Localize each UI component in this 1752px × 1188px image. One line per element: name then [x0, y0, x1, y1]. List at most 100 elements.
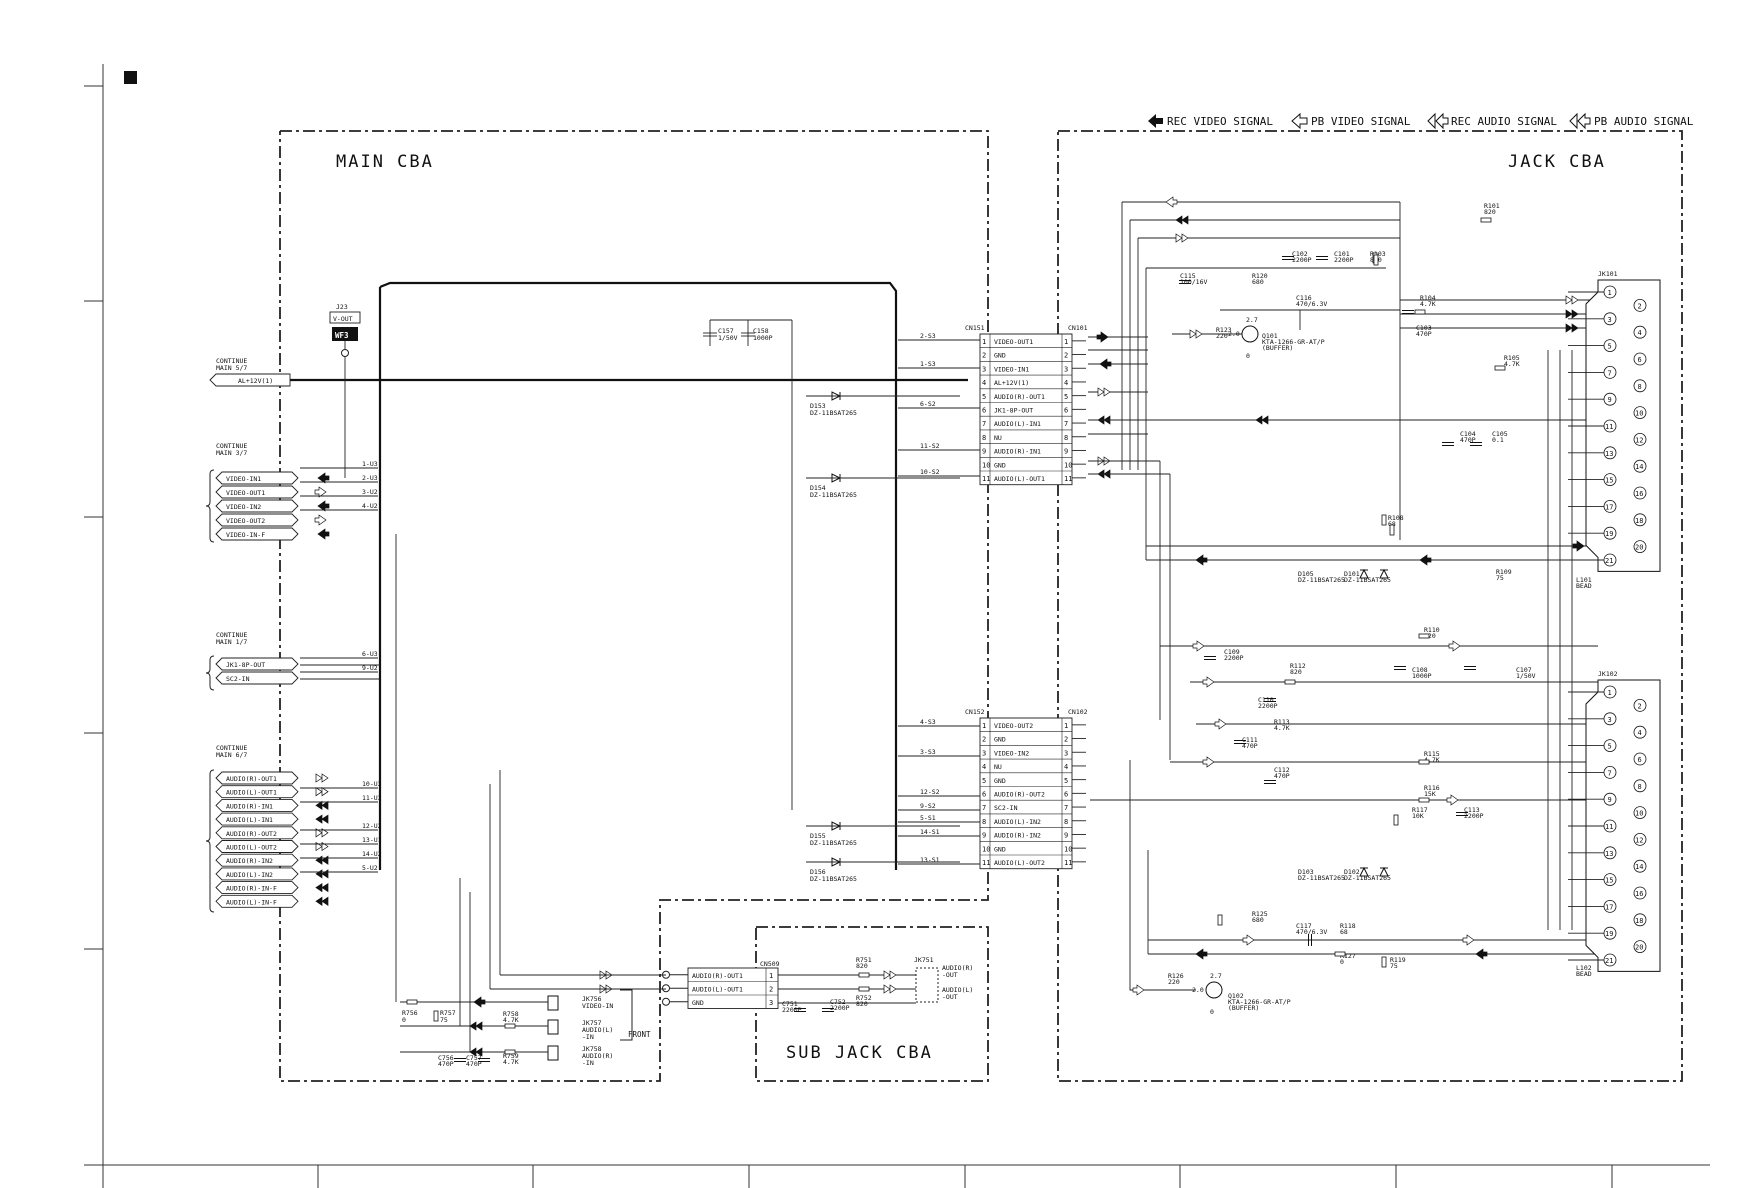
signal-arrow-icon — [1242, 934, 1255, 946]
pin-label: AUDIO(R)-OUT2 — [994, 791, 1045, 799]
transistor-icon — [1241, 325, 1259, 343]
main-bus-top — [379, 281, 898, 870]
resistor-icon — [504, 1023, 516, 1029]
signal-arrow-icon — [1446, 794, 1459, 806]
part-val: 470P — [466, 1060, 482, 1068]
net-label: 11-U3 — [362, 794, 382, 802]
net-label: 5-U2 — [362, 864, 378, 872]
scart-pin-icon — [1633, 459, 1647, 473]
testpoint-ref: J23 — [336, 303, 348, 311]
part-ref: R103 — [1370, 250, 1386, 258]
voltage: 0 — [1210, 1008, 1214, 1016]
capacitor-icon — [794, 1008, 806, 1012]
part-val: 470P — [1460, 436, 1476, 444]
transistor-role: (BUFFER) — [1262, 344, 1293, 352]
part-ref: C105 — [1492, 430, 1508, 438]
net-label: 2-S3 — [920, 332, 936, 340]
signal-port-label: VIDEO-IN2 — [226, 503, 261, 511]
diode-part: DZ-11BSAT265 — [1298, 874, 1345, 882]
capacitor-icon — [1456, 812, 1468, 816]
pin-number: 10 — [982, 845, 990, 853]
testpoint-name: V-OUT — [333, 315, 353, 323]
pin-number: 3 — [1064, 365, 1068, 373]
scart-pin-number: 10 — [1635, 410, 1643, 418]
part-val: 470P — [1416, 330, 1432, 338]
part-ref: JK751 — [914, 956, 934, 964]
signal-arrow-icon — [315, 814, 329, 824]
pin-label: GND — [994, 461, 1006, 469]
part-val: 820 — [856, 1000, 868, 1008]
transistor-ref: Q101 — [1262, 332, 1278, 340]
jack-ref: JK758 — [582, 1045, 602, 1053]
pin-label: AUDIO(R)-OUT1 — [692, 972, 743, 980]
zener-diode-icon — [1379, 866, 1389, 877]
scart-pin-number: 17 — [1605, 503, 1613, 511]
scart-pin-number: 9 — [1608, 796, 1612, 804]
net-label: 14-S1 — [920, 828, 940, 836]
part-ref: R119 — [1390, 956, 1406, 964]
part-ref: R751 — [856, 956, 872, 964]
pin-label: AUDIO(L)-OUT2 — [994, 859, 1045, 867]
jack-icon — [547, 1045, 559, 1061]
part-ref: C102 — [1292, 250, 1308, 258]
pin-number: 1 — [769, 972, 773, 980]
signal-port-label: AUDIO(R)-IN-F — [226, 885, 277, 893]
scart-ref: JK102 — [1598, 670, 1618, 678]
resistor-icon — [1217, 914, 1223, 926]
signal-port: VIDEO-IN2 — [215, 499, 299, 513]
scart-pin-number: 6 — [1638, 756, 1642, 764]
pin-number: 1 — [982, 338, 986, 346]
resistor-icon — [1284, 679, 1296, 685]
jack-ref: JK757 — [582, 1019, 602, 1027]
capacitor-icon — [1264, 698, 1276, 702]
net-label: 10-S2 — [920, 468, 940, 476]
signal-arrow-icon — [1096, 331, 1109, 343]
scart-pin-icon — [1633, 540, 1647, 553]
voltage: 0 — [1246, 352, 1250, 360]
signal-arrow-icon — [315, 773, 329, 783]
diode-part: DZ-11BSAT265 — [810, 839, 857, 847]
pin-number: 5 — [1064, 393, 1068, 401]
part-ref: C117 — [1296, 922, 1312, 930]
scart-pin-number: 1 — [1608, 689, 1612, 697]
scart-pin-icon — [1633, 725, 1647, 739]
scart-pin-number: 21 — [1605, 957, 1613, 965]
legend-label: REC AUDIO SIGNAL — [1451, 115, 1557, 128]
pin-number: 6 — [1064, 407, 1068, 415]
signal-arrow-icon — [469, 1021, 483, 1031]
signal-port-label: VIDEO-OUT2 — [226, 517, 265, 525]
scart-pin-number: 7 — [1608, 369, 1612, 377]
pin-label: GND — [994, 736, 1006, 744]
pin-number: 7 — [1064, 420, 1068, 428]
pin-number: 10 — [1064, 845, 1072, 853]
part-val: 4.7K — [1424, 756, 1440, 764]
continue-main-5-7: CONTINUE MAIN 5/7 AL+12V(1) — [209, 357, 291, 387]
legend-label: PB AUDIO SIGNAL — [1594, 115, 1694, 128]
pin-label: AUDIO(R)-OUT1 — [994, 393, 1045, 401]
continue-text: CONTINUE — [216, 357, 247, 365]
pin-label: GND — [994, 845, 1006, 853]
pin-number: 6 — [982, 407, 986, 415]
jack-name: AUDIO(L) — [942, 986, 973, 994]
part-ref: C108 — [1412, 666, 1428, 674]
part-val: 75 — [1496, 574, 1504, 582]
subjack-parts: R751820R752820C7512200PC7522200PJK751AUD… — [778, 956, 973, 1014]
part-ref: C110 — [1258, 696, 1274, 704]
signal-legend: REC VIDEO SIGNAL PB VIDEO SIGNAL REC AUD… — [1148, 112, 1694, 130]
part-ref: C101 — [1334, 250, 1350, 258]
scart-pin-icon — [1633, 886, 1647, 900]
signal-arrow-icon — [1202, 756, 1215, 768]
scart-pin-icon — [1633, 486, 1647, 500]
scart-pin-number: 1 — [1608, 289, 1612, 297]
pin-number: 9 — [982, 832, 986, 840]
part-val: 4.7K — [1504, 360, 1520, 368]
jack-name: -IN — [582, 1033, 594, 1041]
main-cba-outline — [279, 130, 989, 1082]
part-ref: R104 — [1420, 294, 1436, 302]
connector-ref: CN102 — [1068, 708, 1088, 716]
resistor-icon — [1418, 797, 1430, 803]
